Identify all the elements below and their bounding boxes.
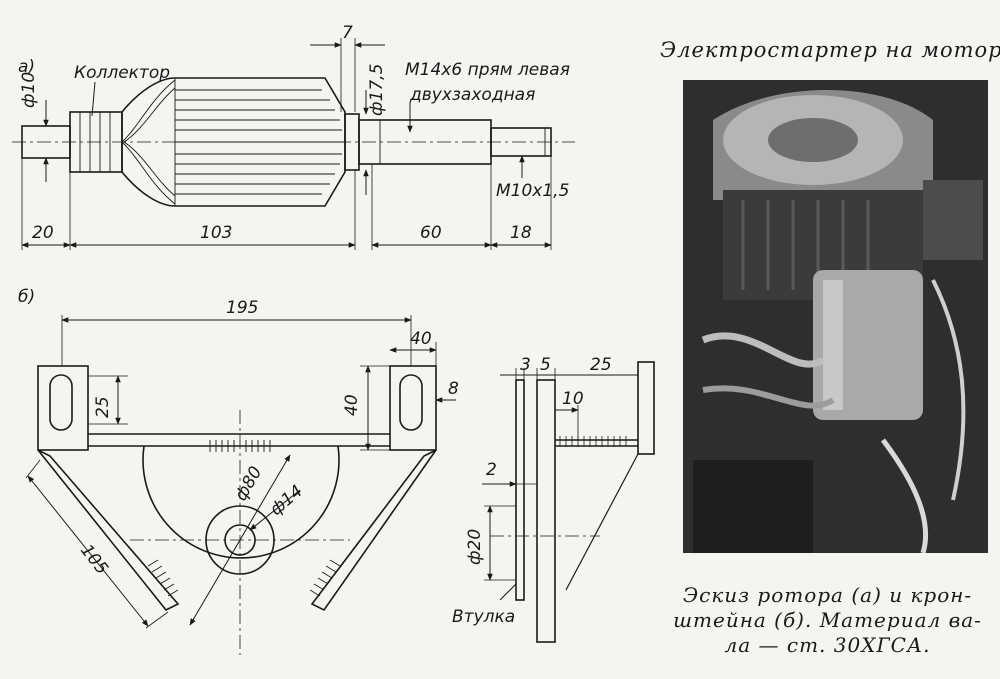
figure-a-marker: а) <box>18 57 35 77</box>
figure-caption: Эскиз ротора (а) и крон- штейна (б). Мат… <box>660 583 995 658</box>
left-slot <box>49 374 73 431</box>
brace-hatch <box>147 559 341 597</box>
side-mount <box>637 361 655 455</box>
dim-195: 195 <box>226 298 258 318</box>
dim-103: 103 <box>200 223 232 243</box>
right-brace <box>310 449 437 612</box>
side-brace <box>565 453 639 591</box>
dia-shaft-label: ф10 <box>19 72 39 108</box>
side-dim-25: 25 <box>590 355 612 375</box>
dim-60: 60 <box>420 223 442 243</box>
left-brace <box>37 449 180 612</box>
collector-label: Коллектор <box>74 63 170 83</box>
dia-journal-label: ф17,5 <box>367 64 387 116</box>
caption-line-3: ла — ст. 30ХГСА. <box>724 633 931 657</box>
dim-105: 105 <box>76 541 112 579</box>
armature-winding <box>121 77 346 207</box>
side-dim-5: 5 <box>540 355 551 375</box>
right-mount-plate <box>389 365 437 451</box>
side-dim-2: 2 <box>486 460 497 480</box>
side-dia-20: ф20 <box>465 529 485 565</box>
rotor-sketch: а) <box>12 23 575 250</box>
bracket-side-view: 3 5 25 10 2 ф20 Втулка <box>452 355 655 643</box>
side-plate <box>515 379 525 601</box>
side-disc <box>536 379 556 643</box>
dim-7: 7 <box>342 23 353 43</box>
disc-outline <box>142 445 340 559</box>
side-hatch <box>559 436 627 446</box>
left-mount-plate <box>37 365 89 451</box>
winding-lines <box>121 78 345 206</box>
thread-label-2: двухзаходная <box>409 85 535 105</box>
dim-18: 18 <box>510 223 532 243</box>
bracket-sketch: б) <box>18 287 459 655</box>
right-slot <box>399 374 423 431</box>
dim-40-side: 40 <box>342 394 362 416</box>
dim-20: 20 <box>32 223 54 243</box>
bushing-label: Втулка <box>452 607 515 627</box>
dim-40-top: 40 <box>410 329 432 349</box>
dim-25: 25 <box>93 396 113 418</box>
dim-8: 8 <box>448 379 459 399</box>
figure-b-marker: б) <box>18 287 35 307</box>
thread-label-1: M14x6 прям левая <box>405 60 570 80</box>
photo-caption-top: Электростартер на моторе. <box>660 38 1000 62</box>
weld-hatch <box>209 440 271 452</box>
caption-line-2: штейна (б). Материал ва- <box>673 608 982 632</box>
collector-segments <box>79 112 111 172</box>
thread-small-label: M10x1,5 <box>496 181 569 201</box>
side-dim-3: 3 <box>520 355 531 375</box>
dia-14-label: ф14 <box>266 481 307 520</box>
side-dim-10: 10 <box>562 389 584 409</box>
engine-photo <box>683 80 988 553</box>
dia-80-label: ф80 <box>231 463 266 504</box>
caption-line-1: Эскиз ротора (а) и крон- <box>682 583 973 607</box>
